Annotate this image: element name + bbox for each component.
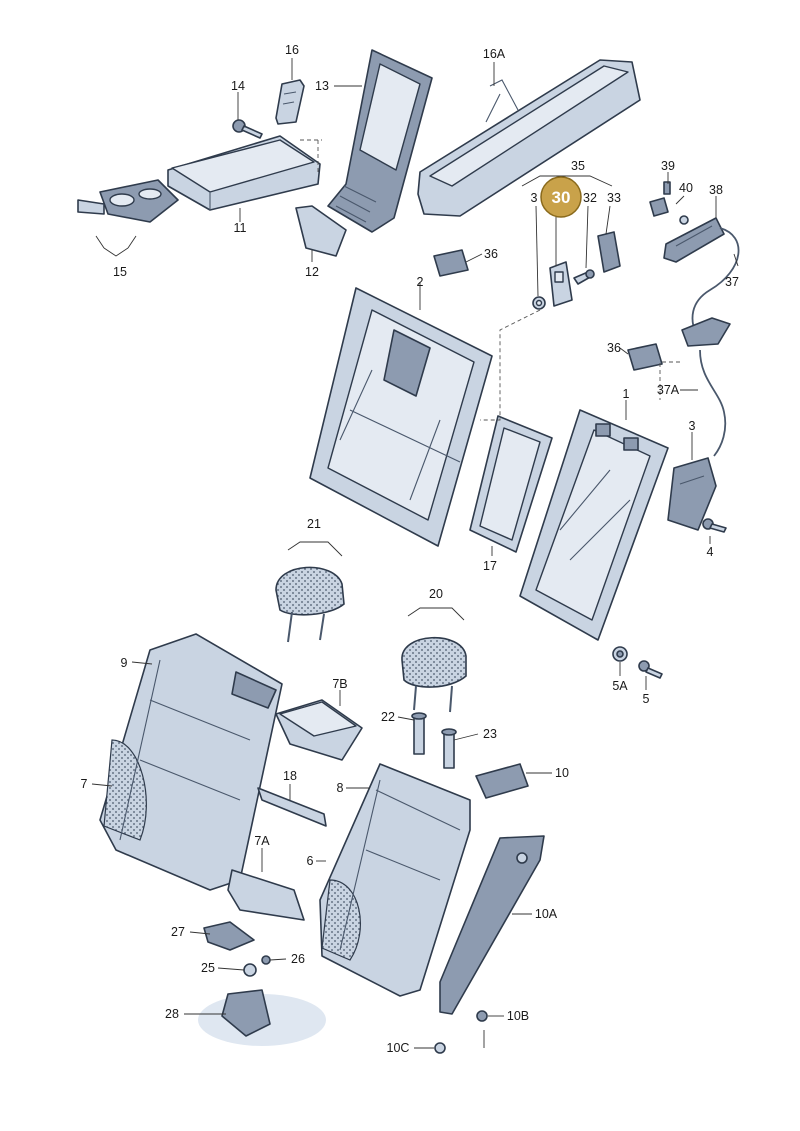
- part-7B-bolster: [275, 699, 363, 761]
- part-18-trim-strip: [257, 787, 327, 827]
- part-9-backrest-cover-left: [99, 633, 283, 891]
- part-10A-side-bolster: [439, 835, 545, 1015]
- part-17-panel: [469, 415, 553, 553]
- part-11-armrest-lid: [167, 135, 321, 211]
- highlight-marker-30: 30: [540, 176, 582, 218]
- label-20: 20: [429, 587, 443, 601]
- label-3-top: 3: [531, 191, 538, 205]
- label-16: 16: [285, 43, 299, 57]
- label-21: 21: [307, 517, 321, 531]
- part-25-clip: [243, 963, 257, 977]
- label-8: 8: [337, 781, 344, 795]
- label-10A: 10A: [535, 907, 558, 921]
- part-36-clip-top: [433, 249, 469, 277]
- part-5-screw: [638, 660, 663, 679]
- label-25: 25: [201, 961, 215, 975]
- label-37A: 37A: [657, 383, 680, 397]
- label-4: 4: [707, 545, 714, 559]
- part-10C-nut: [434, 1042, 446, 1054]
- part-37A-cable: [699, 349, 727, 457]
- label-22: 22: [381, 710, 395, 724]
- part-1-backrest-frame-right: [519, 409, 669, 641]
- label-38: 38: [709, 183, 723, 197]
- label-11: 11: [234, 221, 247, 235]
- label-10C: 10C: [387, 1041, 410, 1055]
- part-28-bracket: [198, 989, 326, 1046]
- label-36-right: 36: [607, 341, 621, 355]
- part-4-screw: [702, 518, 727, 533]
- part-12-bracket: [295, 205, 347, 257]
- label-32: 32: [583, 191, 597, 205]
- part-10-clip: [475, 763, 529, 799]
- label-7: 7: [81, 777, 88, 791]
- label-13: 13: [315, 79, 329, 93]
- part-14-screw: [232, 119, 263, 139]
- part-36-clip-right: [627, 343, 663, 371]
- label-5A: 5A: [612, 679, 628, 693]
- label-7A: 7A: [254, 834, 270, 848]
- part-40-nut: [649, 197, 669, 217]
- label-35: 35: [571, 159, 585, 173]
- label-37: 37: [725, 275, 739, 289]
- part-39-screw: [663, 181, 671, 195]
- part-13-armrest-frame: [327, 49, 433, 233]
- highlight-label: 30: [552, 188, 571, 207]
- part-27-hook: [203, 921, 255, 951]
- label-28: 28: [165, 1007, 179, 1021]
- label-9: 9: [121, 656, 128, 670]
- label-17: 17: [483, 559, 497, 573]
- part-labels: 16 14 13 16A 11 15 12 36 35 3 32 33 39 4…: [81, 43, 739, 1055]
- label-10: 10: [555, 766, 569, 780]
- label-12: 12: [305, 265, 319, 279]
- part-2-backrest-frame-left: [309, 287, 493, 547]
- label-27: 27: [171, 925, 185, 939]
- label-23: 23: [483, 727, 497, 741]
- part-16A-armrest-cushion: [417, 59, 641, 217]
- label-15: 15: [113, 265, 127, 279]
- part-16-clip: [275, 79, 305, 125]
- label-6: 6: [307, 854, 314, 868]
- label-7B: 7B: [332, 677, 347, 691]
- part-20-headrest: [401, 636, 467, 713]
- label-26: 26: [291, 952, 305, 966]
- part-38-release-lever: [663, 215, 725, 263]
- part-5A-bushing: [612, 646, 628, 662]
- label-16A: 16A: [483, 47, 506, 61]
- part-3-lock-housing: [667, 457, 717, 531]
- label-5: 5: [643, 692, 650, 706]
- part-33-cover: [597, 231, 621, 273]
- label-40: 40: [679, 181, 693, 195]
- label-3-right: 3: [689, 419, 696, 433]
- label-36-top: 36: [484, 247, 498, 261]
- part-37-cable: [681, 227, 740, 347]
- part-3-washer: [532, 296, 546, 310]
- label-39: 39: [661, 159, 675, 173]
- label-2: 2: [417, 275, 424, 289]
- label-1: 1: [623, 387, 630, 401]
- part-8-backrest-cover-right: [319, 763, 471, 997]
- part-30-latch-plate: [549, 261, 573, 307]
- part-22-guide: [411, 712, 427, 755]
- part-10B-screw: [476, 1010, 488, 1022]
- label-18: 18: [283, 769, 297, 783]
- label-10B: 10B: [507, 1009, 529, 1023]
- label-33: 33: [607, 191, 621, 205]
- part-21-headrest: [275, 566, 345, 643]
- part-26-screw: [261, 955, 271, 965]
- part-32-screw: [573, 269, 595, 285]
- part-15-cupholder: [77, 179, 179, 223]
- leader-lines: [91, 58, 739, 1049]
- part-23-guide: [441, 728, 457, 769]
- label-14: 14: [231, 79, 245, 93]
- part-7A-bolster: [227, 869, 305, 921]
